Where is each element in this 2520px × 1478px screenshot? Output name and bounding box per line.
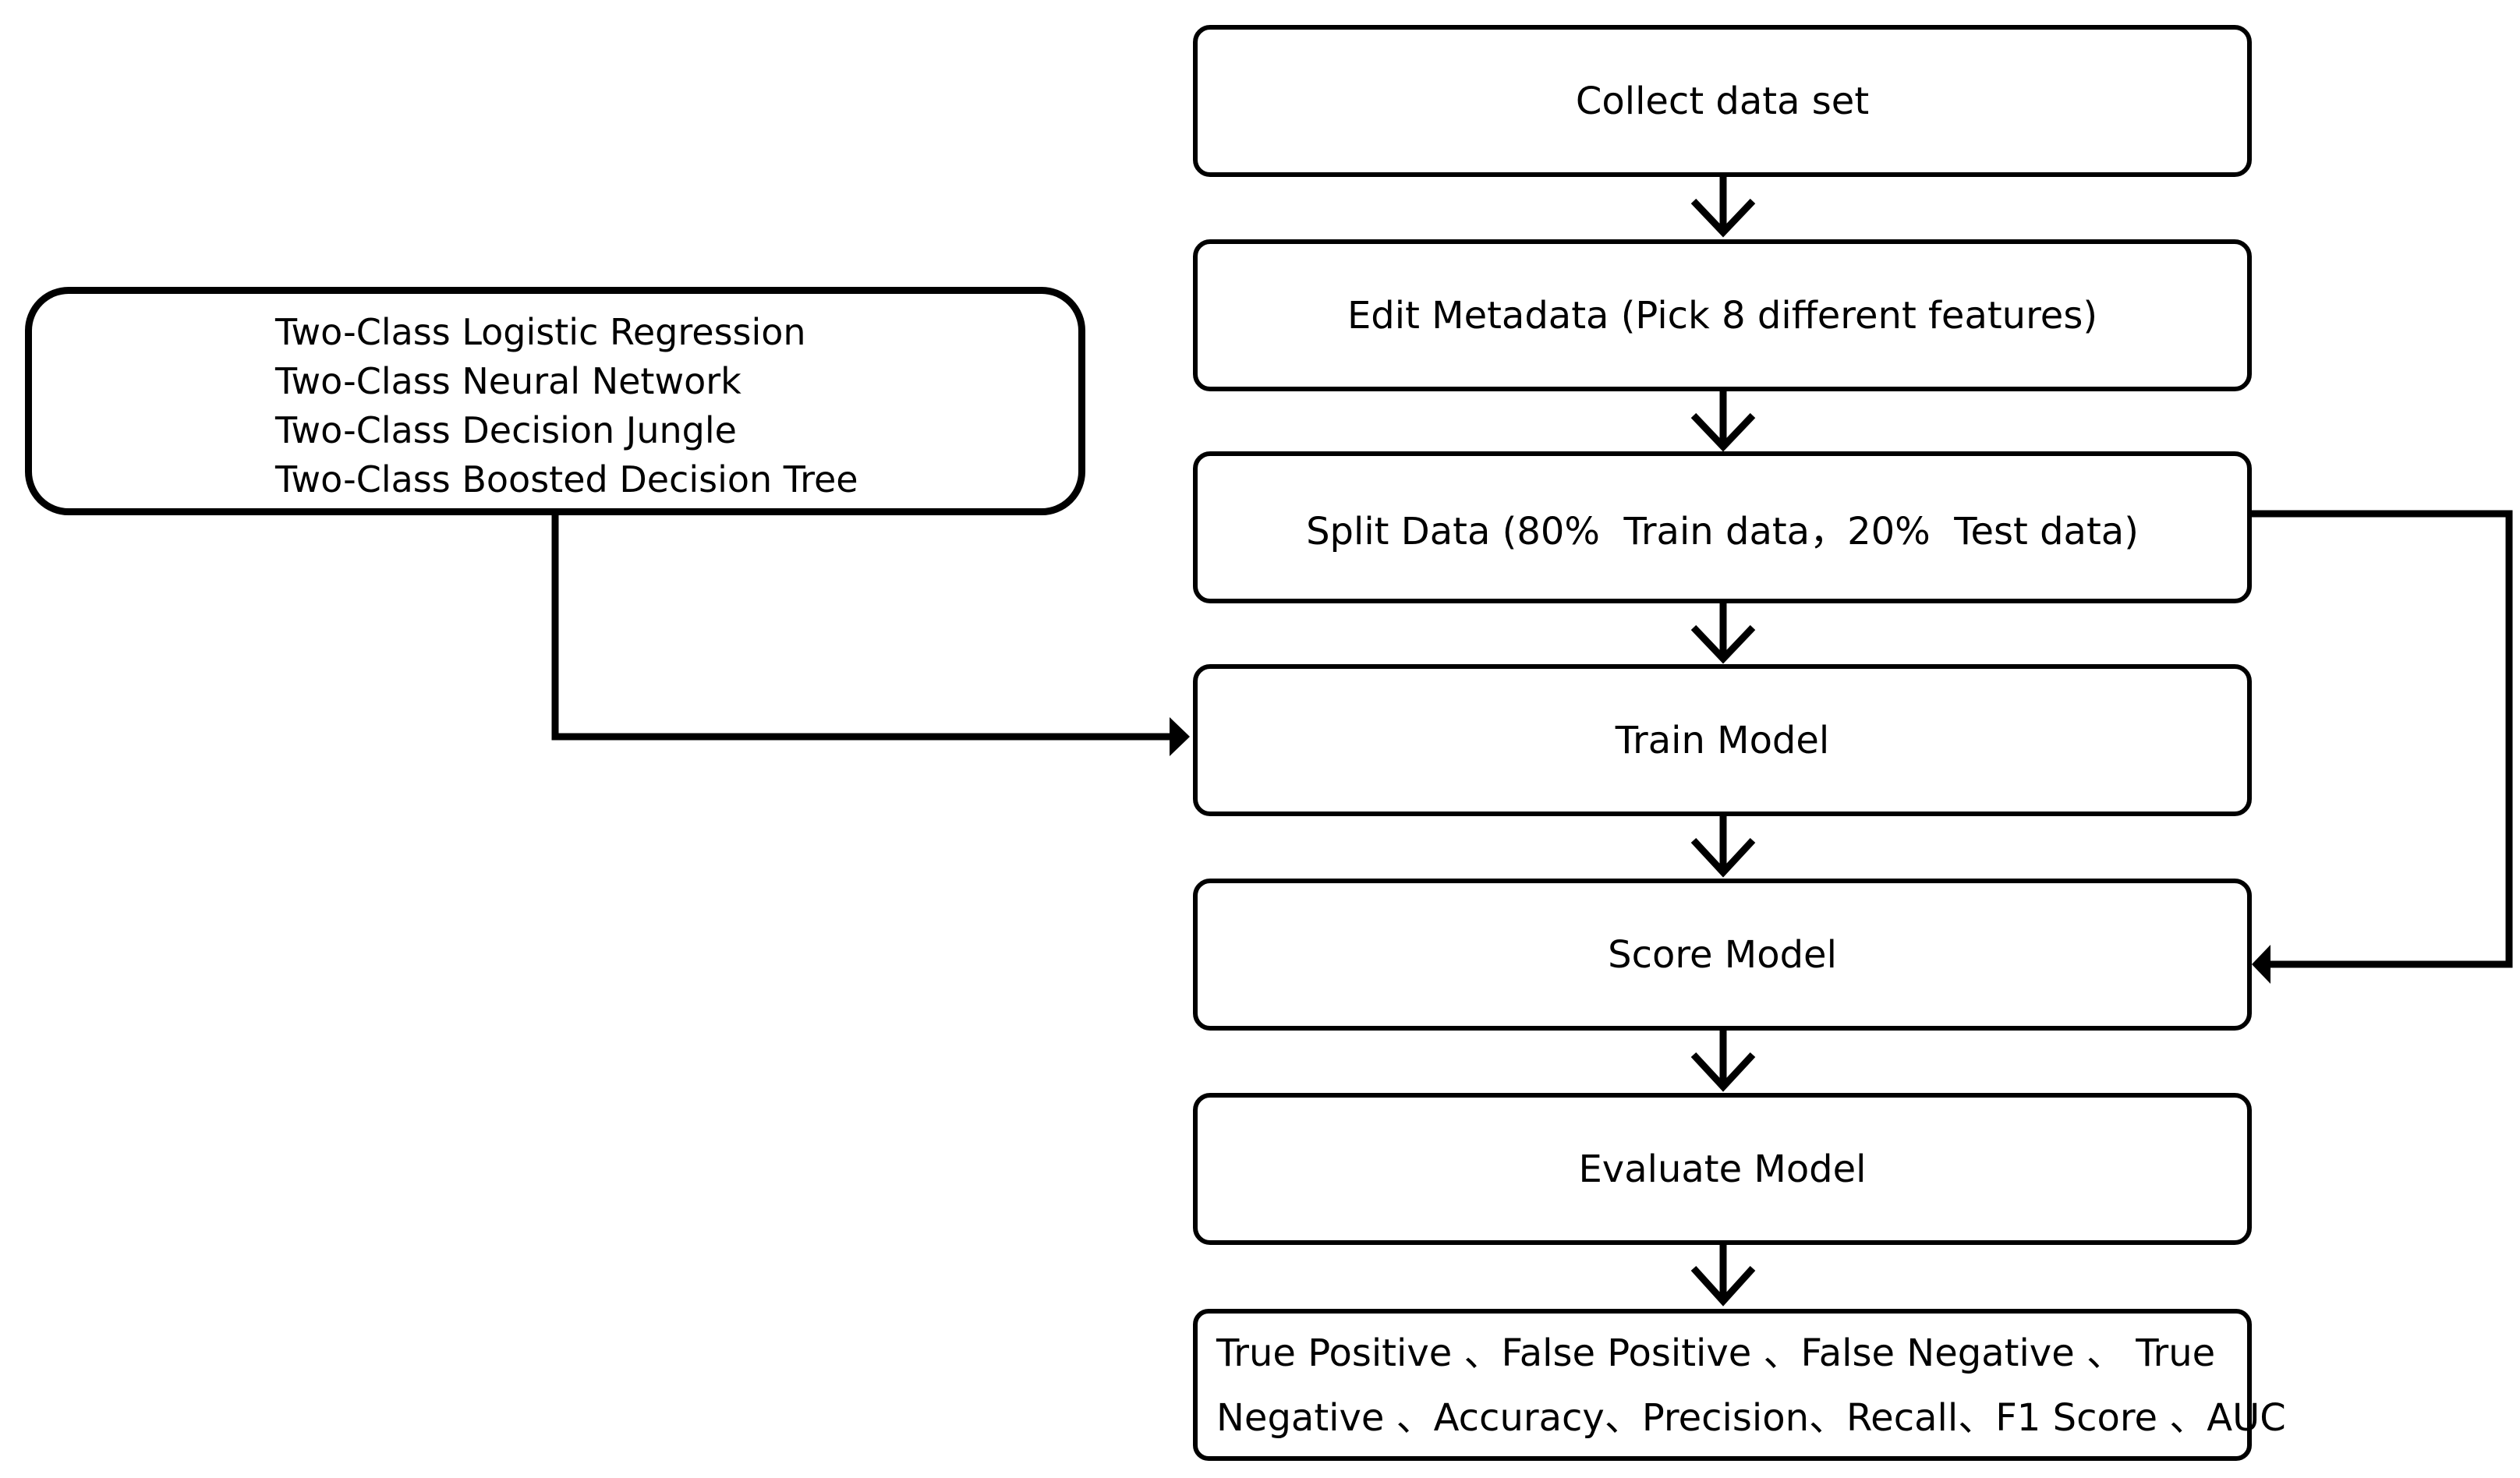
step-label: Score Model xyxy=(1608,932,1837,977)
step-evaluate-model: Evaluate Model xyxy=(1193,1093,2252,1245)
step-label: Train Model xyxy=(1615,718,1830,762)
step-score-model: Score Model xyxy=(1193,879,2252,1031)
step-train-model: Train Model xyxy=(1193,664,2252,816)
metrics-line-2: Negative 、Accuracy、Precision、Recall、F1 S… xyxy=(1216,1396,2286,1440)
step-label: Edit Metadata (Pick 8 different features… xyxy=(1347,293,2098,338)
model-list: Two-Class Logistic Regression Two-Class … xyxy=(275,308,858,504)
arrow-score-to-evaluate xyxy=(1690,1031,1756,1092)
models-box: Two-Class Logistic Regression Two-Class … xyxy=(25,287,1085,515)
step-edit-metadata: Edit Metadata (Pick 8 different features… xyxy=(1193,239,2252,391)
step-label: Collect data set xyxy=(1575,79,1870,123)
arrow-edit-to-split xyxy=(1690,391,1756,452)
step-collect-data-set: Collect data set xyxy=(1193,25,2252,177)
model-item: Two-Class Logistic Regression xyxy=(275,311,806,353)
model-item: Two-Class Boosted Decision Tree xyxy=(275,458,858,500)
arrow-split-to-score xyxy=(2252,510,2513,968)
arrow-split-to-train xyxy=(1690,603,1756,664)
model-item: Two-Class Neural Network xyxy=(275,360,741,402)
arrowhead-score-model xyxy=(2252,945,2270,984)
arrow-collect-to-edit xyxy=(1690,177,1756,238)
metrics-line-1: True Positive 、False Positive 、False Neg… xyxy=(1216,1331,2216,1375)
model-item: Two-Class Decision Jungle xyxy=(275,409,737,451)
arrow-train-to-score xyxy=(1690,816,1756,878)
arrowhead-train-model xyxy=(1170,717,1190,756)
step-label: Evaluate Model xyxy=(1578,1147,1867,1191)
arrow-models-to-train xyxy=(551,515,1170,741)
arrow-evaluate-to-metrics xyxy=(1690,1245,1756,1307)
step-split-data: Split Data (80% Train data，20% Test data… xyxy=(1193,451,2252,603)
step-label: Split Data (80% Train data，20% Test data… xyxy=(1306,509,2139,553)
step-metrics: True Positive 、False Positive 、False Neg… xyxy=(1193,1309,2286,1461)
